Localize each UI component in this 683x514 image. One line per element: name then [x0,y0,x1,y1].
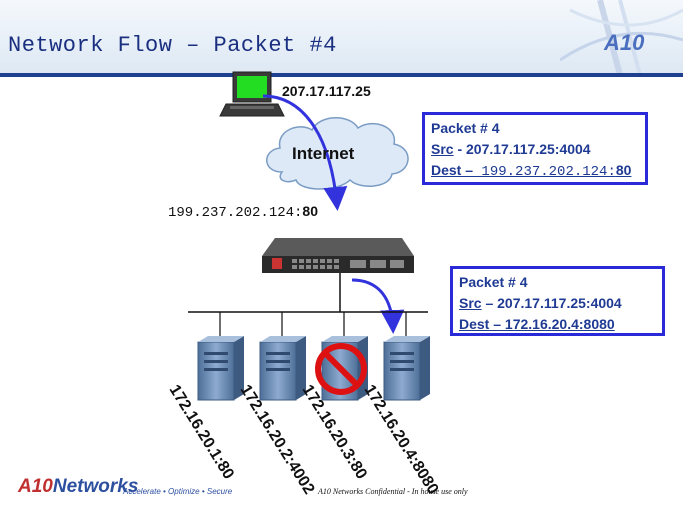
server-icon [197,336,244,401]
packet-heading: Packet # 4 [459,274,528,290]
vip-address: 199.237.202.124: [168,205,303,221]
packet-dest: Dest – 199.237.202.124:80 [431,162,632,180]
packet-dest: Dest – 172.16.20.4:8080 [459,316,615,332]
block-icon [315,343,367,395]
load-balancer-icon [262,238,414,273]
computer-icon [219,71,285,117]
packet-src: Src - 207.17.117.25:4004 [431,141,591,157]
cloud-icon [266,117,409,190]
server-icon [259,336,306,401]
packet-box-inbound: Packet # 4 Src - 207.17.117.25:4004 Dest… [422,112,648,185]
header-decoration [560,0,683,75]
packet-heading: Packet # 4 [431,120,500,136]
header-rule [0,73,683,77]
footer-tagline: Accelerate • Optimize • Secure [123,487,233,496]
vip-label: 199.237.202.124:80 [168,203,318,221]
packet-src: Src – 207.17.117.25:4004 [459,295,622,311]
vip-port: 80 [302,203,318,219]
flow-arrow-inbound [262,94,348,211]
footer-logo: A10Networks [18,476,139,497]
server-icon [383,336,430,401]
cloud-label: Internet [292,144,355,163]
flow-arrow-server [351,278,405,334]
client-ip-label: 207.17.117.25 [282,83,371,99]
slide-title: Network Flow – Packet #4 [8,33,337,58]
packet-box-server: Packet # 4 Src – 207.17.117.25:4004 Dest… [450,266,665,336]
footer-confidential: A10 Networks Confidential - In house use… [318,487,468,496]
header-band [0,0,683,75]
header-logo: A10 [604,30,645,55]
